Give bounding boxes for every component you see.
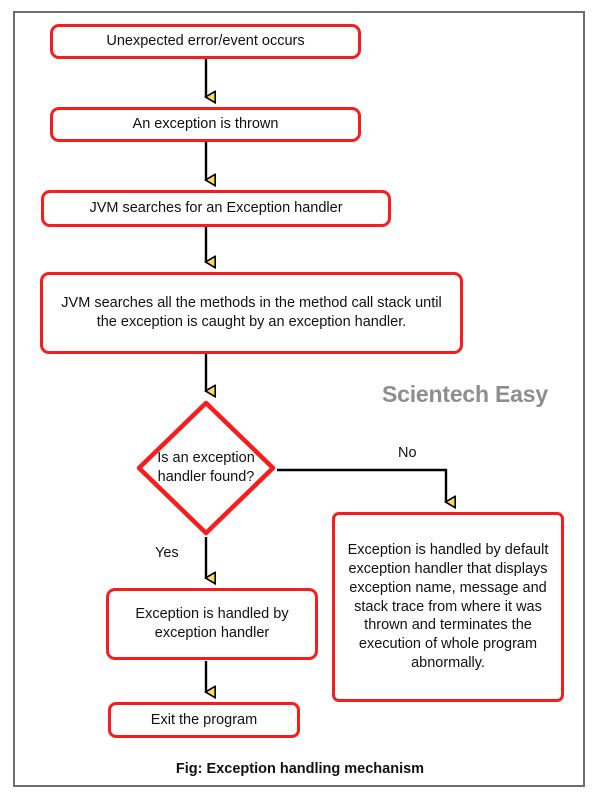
flow-node-default-exception-handler[interactable]: Exception is handled by default exceptio… <box>332 512 564 702</box>
flow-node-handled-by-exception-handler[interactable]: Exception is handled by exception handle… <box>106 588 318 660</box>
flow-node-label: Is an exception handler found? <box>157 449 255 485</box>
flow-node-label: An exception is thrown <box>132 116 279 133</box>
flow-node-label: Exit the program <box>150 711 258 728</box>
flow-node-label: JVM searches all the methods in the meth… <box>61 295 442 330</box>
figure-caption: Fig: Exception handling mechanism <box>175 761 425 777</box>
flow-node-label: Exception is handled by default exceptio… <box>347 542 549 672</box>
flow-node-exit-program[interactable]: Exit the program <box>108 702 300 738</box>
watermark-scientech-easy: Scientech Easy <box>382 381 548 407</box>
flow-node-jvm-searches-handler[interactable]: JVM searches for an Exception handler <box>41 190 391 227</box>
flow-node-unexpected-error[interactable]: Unexpected error/event occurs <box>50 24 361 59</box>
flow-node-label: Exception is handled by exception handle… <box>135 606 289 641</box>
diamond-shape <box>136 400 276 536</box>
flow-node-jvm-searches-call-stack[interactable]: JVM searches all the methods in the meth… <box>40 272 463 354</box>
flow-node-decision-handler-found[interactable]: Is an exception handler found? <box>135 399 277 537</box>
edge-label-no: No <box>398 445 417 461</box>
flow-node-label: Unexpected error/event occurs <box>106 33 305 50</box>
edge-label-yes: Yes <box>155 545 179 561</box>
flow-node-label: JVM searches for an Exception handler <box>89 200 343 217</box>
flow-node-exception-thrown[interactable]: An exception is thrown <box>50 107 361 142</box>
